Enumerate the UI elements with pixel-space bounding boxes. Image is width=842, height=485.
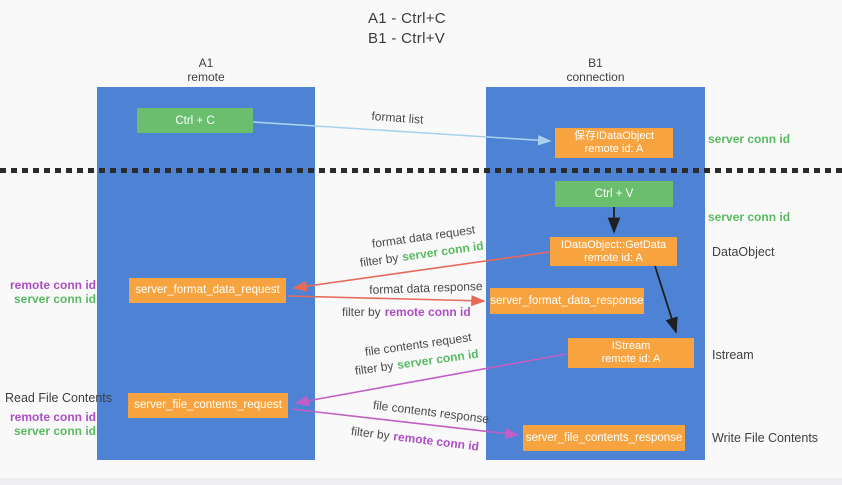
getdata-box: IDataObject::GetData remote id: A [550,237,677,266]
server-file-contents-response-label: server_file_contents_response [525,431,683,444]
server-file-contents-request-box: server_file_contents_request [128,393,288,418]
format-data-response-label: format data response [369,279,483,297]
save-dataobject-remote-id: remote id: A [584,143,644,155]
format-data-response-arrow [287,295,486,307]
server-format-data-response-box: server_format_data_response [490,288,644,314]
lane-a1-name: remote [187,70,225,84]
istream-annotation: Istream [712,348,754,362]
remote-conn-id-text: remote conn id [384,305,471,319]
server-file-contents-request-label: server_file_contents_request [134,399,282,411]
ctrl-c-action: Ctrl + C [137,108,253,133]
title-line-ctrl-v: B1 - Ctrl+V [368,30,446,47]
section-divider [0,168,842,173]
server-file-contents-response-box: server_file_contents_response [523,425,685,451]
write-file-contents-annotation: Write File Contents [712,431,819,445]
lane-a1-id: A1 [198,56,214,70]
lane-header-a1: A1 remote [97,56,315,84]
filter-by-text: filter by [342,305,381,319]
filter-by-text: filter by [350,424,391,443]
server-conn-id-annotation: server conn id [13,292,96,306]
server-conn-id-annotation: server conn id [13,424,96,438]
istream-title: IStream [611,340,651,352]
server-format-data-request-box: server_format_data_request [129,278,286,303]
save-dataobject-title: 保存IDataObject [573,130,655,142]
file-contents-response-label: file contents response [372,398,490,427]
diagram-title: A1 - Ctrl+C B1 - Ctrl+V [368,9,446,49]
conn-id-annotation-format: remote conn id server conn id [8,278,96,306]
bottom-edge [0,478,842,485]
title-line-ctrl-c: A1 - Ctrl+C [368,10,446,27]
ctrl-c-label: Ctrl + C [175,114,215,127]
server-format-data-request-label: server_format_data_request [135,284,280,296]
server-conn-id-annotation-top: server conn id [708,132,791,146]
remote-conn-id-annotation: remote conn id [9,278,96,292]
ctrl-v-label: Ctrl + V [594,188,634,200]
conn-id-annotation-file: remote conn id server conn id [8,410,96,438]
getdata-title: IDataObject::GetData [560,238,667,251]
format-list-label: format list [371,109,424,127]
server-conn-id-annotation-mid: server conn id [708,210,791,224]
dataobject-annotation: DataObject [712,245,775,259]
getdata-remote-id: remote id: A [584,251,643,264]
lane-b1-name: connection [566,70,625,84]
filter-by-text: filter by [359,250,400,270]
save-dataobject-box: 保存IDataObject remote id: A [555,128,673,158]
istream-remote-id: remote id: A [601,353,661,365]
istream-box: IStream remote id: A [568,338,694,368]
ctrl-v-action: Ctrl + V [555,181,673,207]
remote-conn-id-text: remote conn id [392,429,480,454]
filter-by-text: filter by [354,358,395,378]
lane-b1-id: B1 [588,56,603,70]
server-format-data-response-label: server_format_data_response [490,294,644,307]
lane-header-b1: B1 connection [486,56,705,84]
read-file-contents-annotation: Read File Contents [5,391,113,405]
remote-conn-id-annotation: remote conn id [9,410,96,424]
